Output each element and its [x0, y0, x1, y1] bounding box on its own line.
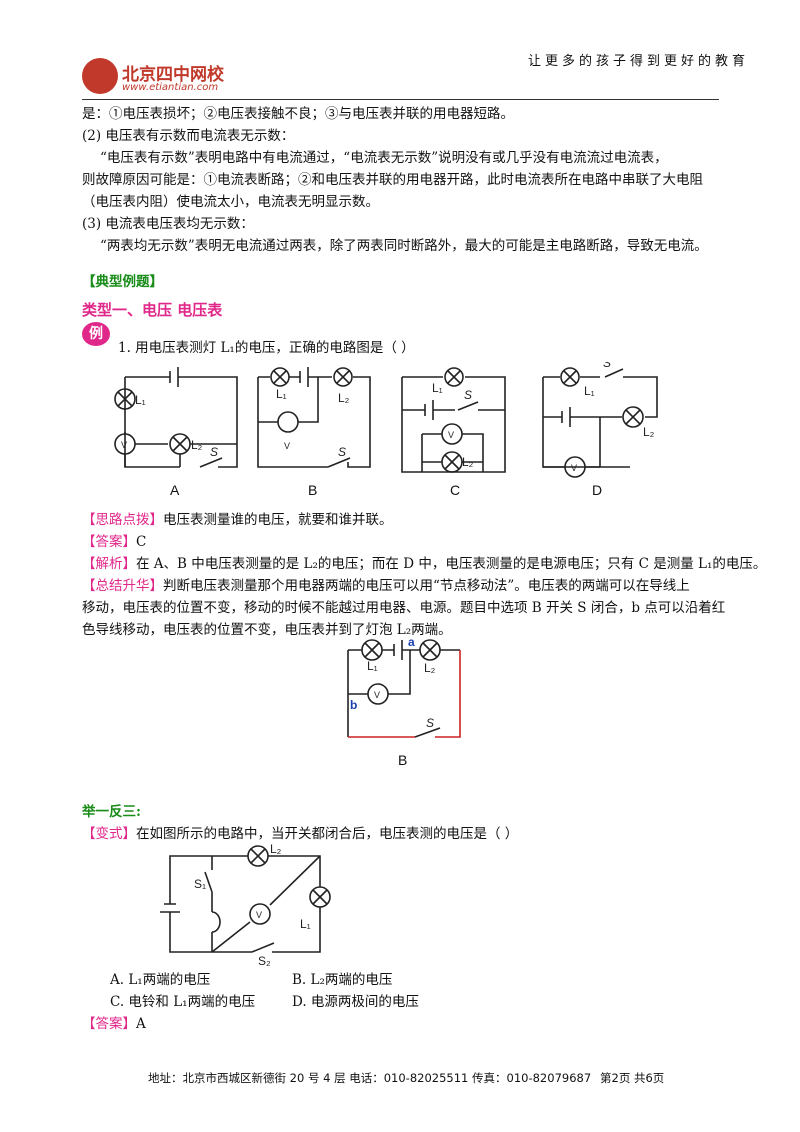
- svg-text:S: S: [464, 388, 472, 402]
- answer-label: 【答案】: [82, 534, 136, 550]
- svg-text:b: b: [350, 698, 357, 712]
- summary-line-1: 判断电压表测量那个用电器两端的电压可以用“节点移动法”。电压表的两端可以在导线上: [163, 578, 690, 594]
- summary-line-2: 移动，电压表的位置不变，移动的时候不能越过用电器、电源。题目中选项 B 开关 S…: [82, 600, 726, 616]
- svg-text:V: V: [121, 440, 127, 450]
- svg-text:V: V: [571, 463, 577, 473]
- variation-question: 在如图所示的电路中，当开关都闭合后，电压表测的电压是（ ）: [136, 826, 519, 842]
- item2-title: (2) 电压表有示数而电流表无示数：: [82, 128, 295, 144]
- footer-page: 第2页 共6页: [600, 1071, 665, 1085]
- svg-text:L₂: L₂: [270, 842, 282, 856]
- variation-option-b: B. L₂两端的电压: [292, 972, 393, 988]
- variation-answer-label: 【答案】: [82, 1016, 136, 1032]
- figure-b-caption: B: [398, 752, 408, 768]
- variation-option-d: D. 电源两极间的电压: [292, 994, 419, 1010]
- svg-text:L₂: L₂: [191, 438, 203, 452]
- svg-text:L₂: L₂: [643, 425, 655, 439]
- variation-option-a: A. L₁两端的电压: [110, 972, 211, 988]
- variation-circuit-figure: L₂ S₁ V L₁ S₂: [160, 842, 331, 967]
- analysis-text: 在 A、B 中电压表测量的是 L₂的电压；而在 D 中，电压表测量的是电源电压；…: [136, 556, 767, 572]
- variation-answer-text: A: [136, 1016, 146, 1032]
- svg-text:a: a: [408, 637, 415, 649]
- svg-text:S₁: S₁: [194, 877, 206, 891]
- hint-label: 【思路点拨】: [82, 512, 163, 528]
- analysis-label: 【解析】: [82, 556, 136, 572]
- svg-text:L₂: L₂: [338, 391, 350, 405]
- item2-line-1: “电压表有示数”表明电路中有电流通过，“电流表无示数”说明没有或几乎没有电流流过…: [100, 150, 668, 166]
- svg-text:V: V: [374, 690, 380, 700]
- summary-line-3: 色导线移动，电压表的位置不变，电压表并到了灯泡 L₂两端。: [82, 622, 452, 638]
- svg-text:L₁: L₁: [135, 393, 146, 407]
- svg-text:S₂: S₂: [258, 954, 271, 967]
- logo-name: 北京四中网校: [122, 65, 224, 85]
- school-logo-icon: [82, 58, 118, 94]
- section-title: 【典型例题】: [82, 274, 163, 290]
- svg-text:S: S: [210, 445, 218, 459]
- item3-line-1: “两表均无示数”表明无电流通过两表，除了两表同时断路外，最大的可能是主电路断路，…: [100, 238, 708, 254]
- variation-title: 举一反三:: [82, 804, 141, 820]
- body-line-1: 是：①电压表损坏；②电压表接触不良；③与电压表并联的用电器短路。: [82, 106, 514, 122]
- header-divider: [82, 99, 719, 100]
- circuit-options-figure: L₁ L₂ S V V L₁ L₂ S L₁ S L₂ V L₁ S L₂ V: [114, 362, 658, 478]
- svg-text:V: V: [448, 430, 454, 440]
- svg-text:L₁: L₁: [584, 384, 595, 398]
- variation-option-c: C. 电铃和 L₁两端的电压: [110, 994, 256, 1010]
- variation-label: 【变式】: [82, 826, 136, 842]
- svg-text:L₁: L₁: [276, 387, 287, 401]
- answer-text: C: [136, 534, 147, 550]
- svg-text:V: V: [284, 441, 290, 451]
- option-a-label: A: [170, 482, 180, 498]
- item2-line-2: 则故障原因可能是：①电流表断路；②和电压表并联的用电器开路，此时电流表所在电路中…: [82, 172, 703, 188]
- svg-text:S: S: [426, 716, 434, 730]
- svg-text:L₁: L₁: [367, 659, 378, 673]
- option-d-label: D: [592, 482, 603, 498]
- option-b-label: B: [308, 482, 318, 498]
- question-1: 1. 用电压表测灯 L₁的电压，正确的电路图是（ ）: [118, 340, 415, 356]
- svg-text:V: V: [256, 910, 262, 920]
- svg-text:S: S: [338, 445, 346, 459]
- item3-title: (3) 电流表电压表均无示数：: [82, 216, 254, 232]
- circuit-b-node-figure: L₁ L₂ V a b S: [347, 637, 461, 738]
- slogan: 让更多的孩子得到更好的教育: [528, 54, 750, 69]
- example-badge: 例: [82, 322, 110, 346]
- logo-url: www.etiantian.com: [122, 82, 219, 93]
- hint-text: 电压表测量谁的电压，就要和谁并联。: [163, 512, 393, 528]
- option-c-label: C: [450, 482, 461, 498]
- svg-text:L₂: L₂: [462, 455, 474, 469]
- footer-contact: 地址：北京市西城区新德街 20 号 4 层 电话：010-82025511 传真…: [148, 1071, 592, 1085]
- svg-text:L₁: L₁: [300, 917, 311, 931]
- svg-text:L₂: L₂: [424, 661, 436, 675]
- type-title: 类型一、电压 电压表: [82, 301, 223, 319]
- item2-line-3: （电压表内阻）使电流太小，电流表无明显示数。: [82, 194, 379, 210]
- svg-text:S: S: [603, 362, 611, 370]
- summary-label: 【总结升华】: [82, 578, 163, 594]
- svg-text:L₁: L₁: [432, 381, 443, 395]
